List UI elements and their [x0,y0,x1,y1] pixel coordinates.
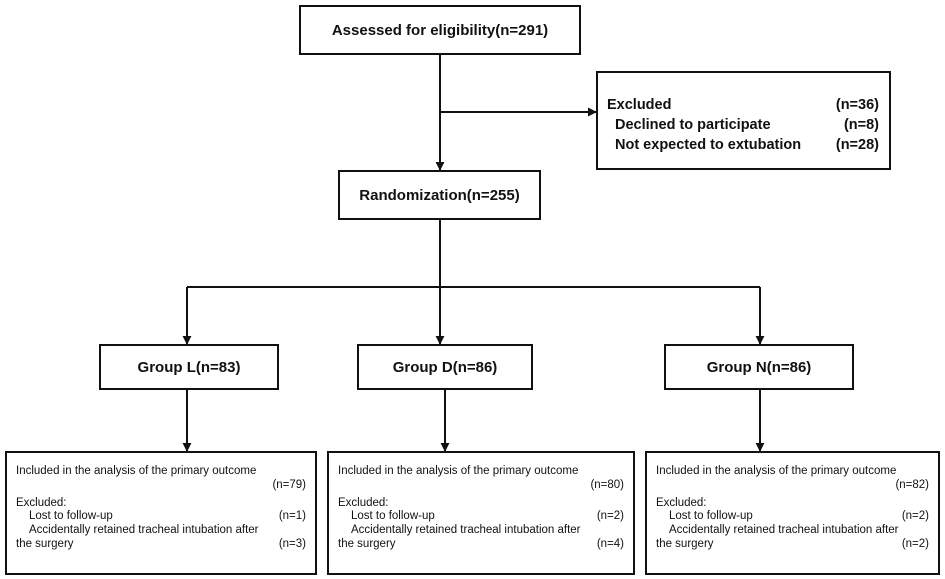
excluded-label: Excluded: [656,496,707,509]
excluded-label: Excluded: [338,496,389,509]
outcome-box-d: Included in the analysis of the primary … [327,451,635,575]
group-d-box: Group D(n=86) [357,344,533,390]
excluded-item-label: Not expected to extubation [615,137,802,153]
group-label: Group N(n=86) [706,358,812,376]
included-n: (n=82) [895,478,929,491]
assessed-label: Assessed for eligibility(n=291) [331,21,549,39]
excluded-title-n: (n=36) [835,97,879,113]
retained-label-line2: the surgery [16,537,74,550]
excluded-title: Excluded [607,97,672,113]
group-label: Group D(n=86) [392,358,498,376]
group-label: Group L(n=83) [137,358,241,376]
outcome-box-n: Included in the analysis of the primary … [645,451,940,575]
excluded-box: Excluded (n=36) Declined to participate … [596,71,891,170]
included-n: (n=79) [272,478,306,491]
excluded-item-label: Declined to participate [615,117,771,133]
lost-n: (n=2) [901,510,929,523]
lost-label: Lost to follow-up [29,510,113,523]
group-n-box: Group N(n=86) [664,344,854,390]
retained-n: (n=4) [596,537,624,550]
lost-label: Lost to follow-up [669,510,753,523]
lost-n: (n=2) [596,510,624,523]
lost-label: Lost to follow-up [351,510,435,523]
excluded-label: Excluded: [16,496,67,509]
retained-label-line2: the surgery [338,537,396,550]
retained-label-line1: Accidentally retained tracheal intubatio… [351,524,581,537]
assessed-box: Assessed for eligibility(n=291) [299,5,581,55]
randomization-box: Randomization(n=255) [338,170,541,220]
lost-n: (n=1) [278,510,306,523]
included-n: (n=80) [590,478,624,491]
randomization-label: Randomization(n=255) [359,186,520,204]
included-label: Included in the analysis of the primary … [338,465,579,477]
retained-n: (n=2) [901,537,929,550]
retained-label-line1: Accidentally retained tracheal intubatio… [669,524,899,537]
included-label: Included in the analysis of the primary … [16,465,257,477]
outcome-box-l: Included in the analysis of the primary … [5,451,317,575]
retained-label-line2: the surgery [656,537,714,550]
included-label: Included in the analysis of the primary … [656,465,897,477]
excluded-item-n: (n=8) [843,117,879,133]
group-l-box: Group L(n=83) [99,344,279,390]
retained-label-line1: Accidentally retained tracheal intubatio… [29,524,259,537]
retained-n: (n=3) [278,537,306,550]
excluded-item-n: (n=28) [835,137,879,153]
